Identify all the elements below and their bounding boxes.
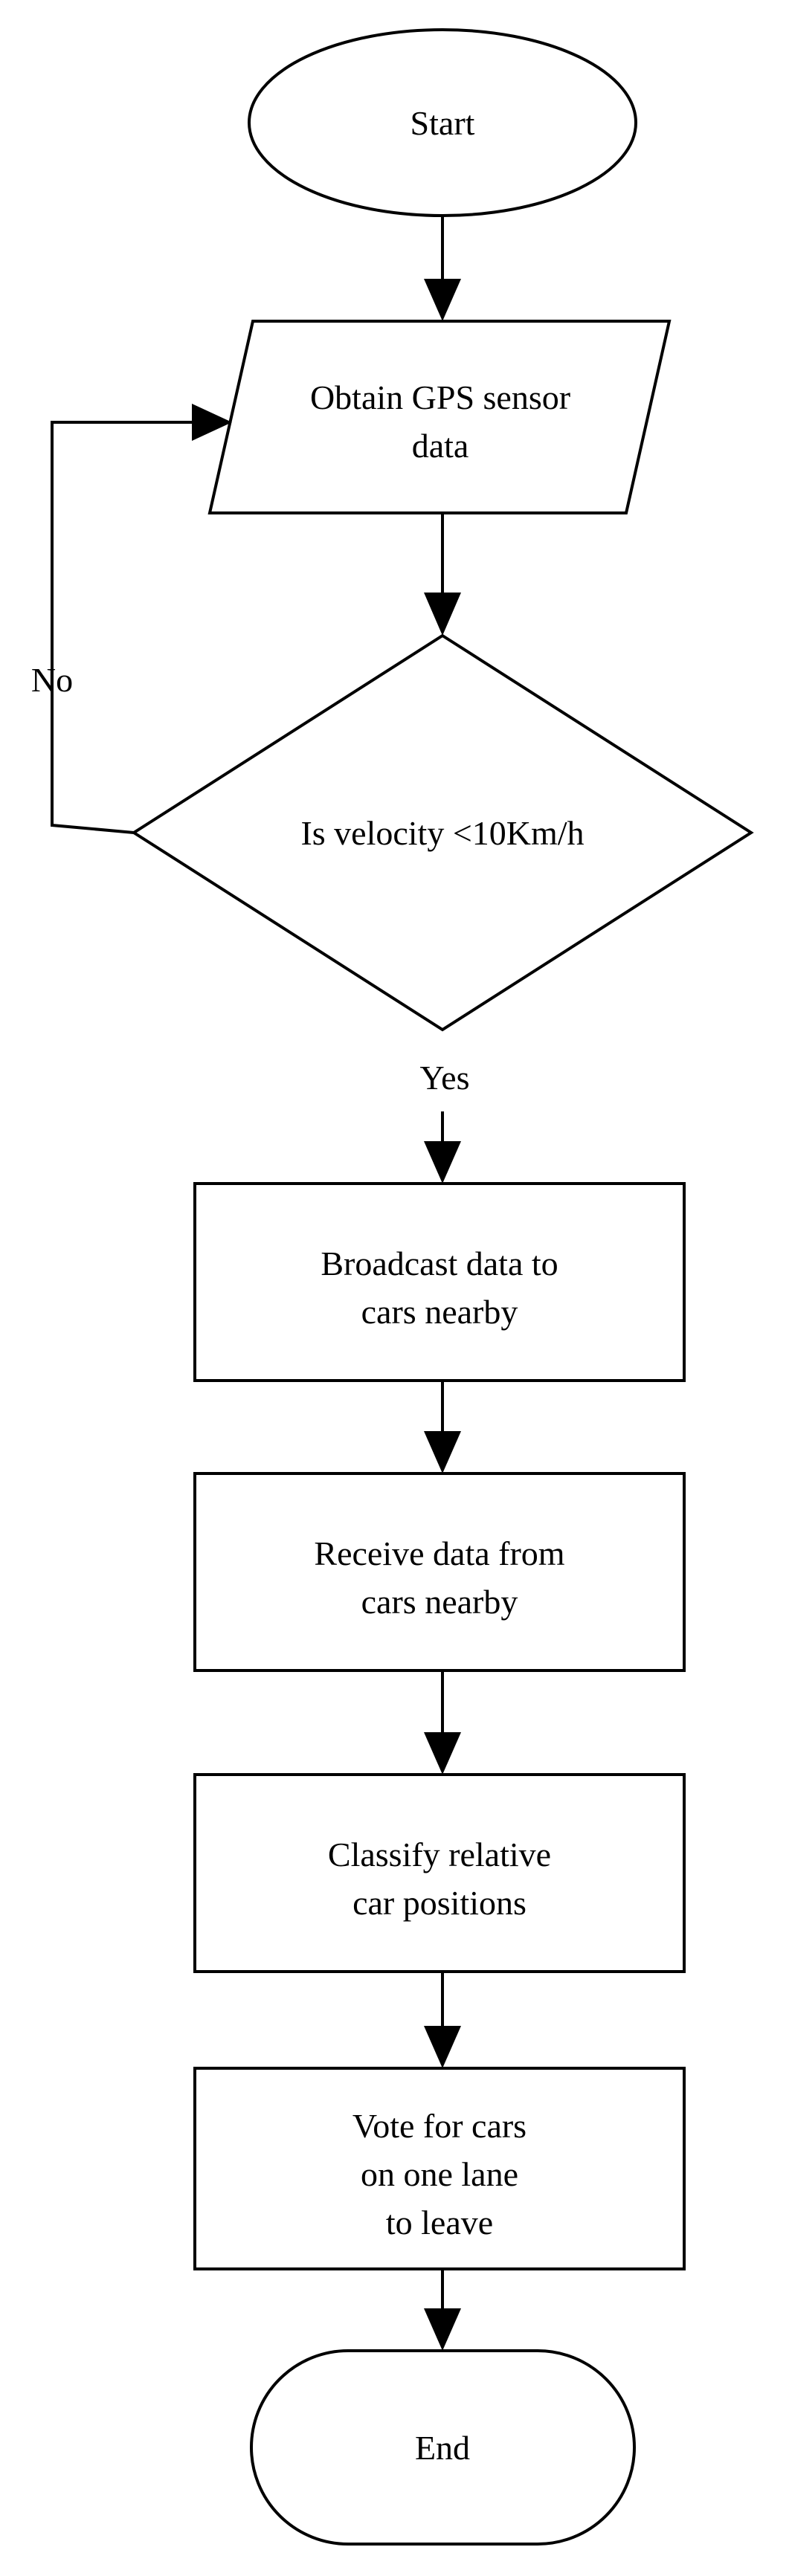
start-node: Start — [248, 28, 637, 217]
classify-label-line-1: Classify relative — [328, 1836, 551, 1873]
vote-label-line-1: Vote for cars — [352, 2107, 527, 2145]
arrow-classify-to-vote — [424, 1972, 461, 2068]
arrow-no-loop-back — [51, 404, 232, 834]
arrow-broadcast-to-receive — [424, 1381, 461, 1473]
classify-node: Classify relative car positions — [193, 1773, 686, 1973]
start-node-label: Start — [411, 104, 475, 142]
velocity-decision-node: Is velocity <10Km/h — [131, 633, 754, 1032]
edge-label-no: No — [31, 661, 73, 699]
receive-label-line-2: cars nearby — [361, 1583, 518, 1621]
edge-label-yes: Yes — [420, 1059, 470, 1097]
classify-label-line-2: car positions — [352, 1884, 527, 1922]
velocity-decision-label: Is velocity <10Km/h — [300, 814, 584, 852]
vote-label-line-2: on one lane — [361, 2155, 518, 2193]
obtain-gps-label-line-2: data — [412, 427, 469, 465]
arrow-start-to-obtain-gps — [424, 216, 461, 321]
end-node: End — [250, 2349, 636, 2546]
end-node-label: End — [415, 2429, 470, 2467]
broadcast-node: Broadcast data to cars nearby — [193, 1182, 686, 1382]
obtain-gps-node: Obtain GPS sensor data — [207, 320, 672, 514]
broadcast-label-line-1: Broadcast data to — [321, 1245, 558, 1282]
obtain-gps-label-line-1: Obtain GPS sensor — [310, 378, 570, 416]
arrow-vote-to-end — [424, 2269, 461, 2351]
receive-label-line-1: Receive data from — [314, 1534, 564, 1572]
broadcast-label-line-2: cars nearby — [361, 1293, 518, 1331]
vote-label-line-3: to leave — [386, 2204, 493, 2241]
arrow-receive-to-classify — [424, 1670, 461, 1775]
vote-node: Vote for cars on one lane to leave — [193, 2067, 686, 2270]
receive-node: Receive data from cars nearby — [193, 1472, 686, 1672]
arrow-obtain-gps-to-decision — [424, 513, 461, 636]
arrow-yes-to-broadcast — [424, 1111, 461, 1184]
